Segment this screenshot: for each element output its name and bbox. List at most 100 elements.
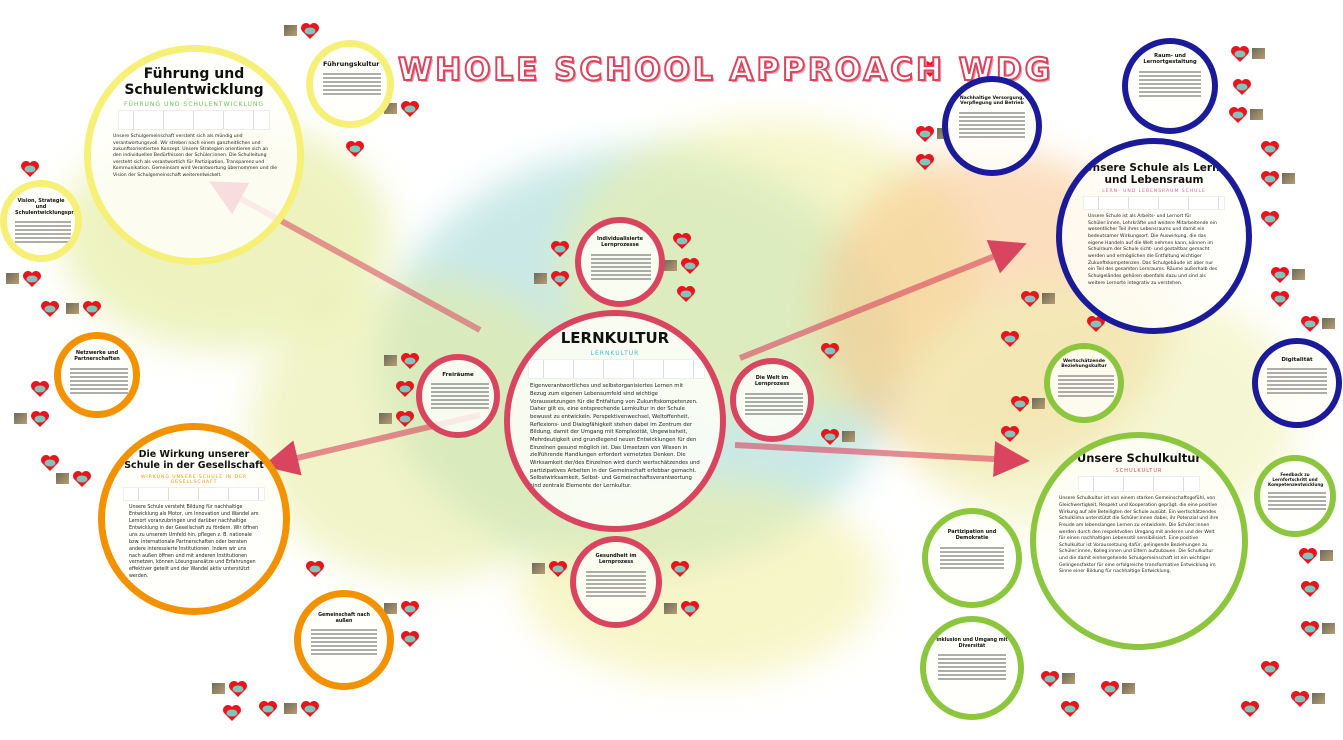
heart-link-icon[interactable] [676, 285, 696, 303]
heart-link-icon[interactable] [1270, 290, 1290, 308]
heart-link-icon[interactable] [1270, 266, 1290, 284]
heart-link-icon[interactable] [1290, 690, 1310, 708]
thumbnail-image[interactable] [1322, 623, 1335, 634]
thumbnail-image[interactable] [1322, 318, 1335, 329]
heart-link-icon[interactable] [550, 270, 570, 288]
heart-link-icon[interactable] [1240, 700, 1260, 718]
circle-schulkultur[interactable]: Unsere Schulkultur SCHULKULTUR Unsere Sc… [1030, 432, 1248, 650]
heart-link-icon[interactable] [40, 300, 60, 318]
heart-link-icon[interactable] [1100, 680, 1120, 698]
heart-link-icon[interactable] [1298, 547, 1318, 565]
thumbnail-image[interactable] [1252, 48, 1265, 59]
heart-link-icon[interactable] [1300, 620, 1320, 638]
circle-welt-im-lernprozess[interactable]: Die Welt im Lernprozess [730, 358, 814, 442]
heart-link-icon[interactable] [228, 680, 248, 698]
thumbnail-image[interactable] [1042, 293, 1055, 304]
heart-link-icon[interactable] [1228, 106, 1248, 124]
heart-link-icon[interactable] [820, 428, 840, 446]
heart-link-icon[interactable] [1300, 315, 1320, 333]
circle-freiraeume[interactable]: Freiräume [416, 354, 500, 438]
heart-link-icon[interactable] [345, 140, 365, 158]
heart-link-icon[interactable] [22, 270, 42, 288]
heart-link-icon[interactable] [915, 153, 935, 171]
heart-link-icon[interactable] [1260, 210, 1280, 228]
circle-wertschaetzende-beziehungskultur[interactable]: Wertschätzende Beziehungskultur [1044, 343, 1124, 423]
heart-link-icon[interactable] [30, 380, 50, 398]
heart-link-icon[interactable] [1000, 330, 1020, 348]
circle-partizipation-demokratie[interactable]: Partizipation und Demokratie [922, 508, 1022, 608]
thumbnail-image[interactable] [1250, 109, 1263, 120]
heart-link-icon[interactable] [30, 410, 50, 428]
circle-nachhaltige-versorgung[interactable]: Nachhaltige Versorgung, Verpflegung und … [942, 76, 1042, 176]
heart-link-icon[interactable] [395, 410, 415, 428]
heart-link-icon[interactable] [1260, 170, 1280, 188]
circle-fuehrung-schulentwicklung[interactable]: Führung und Schulentwicklung FÜHRUNG UND… [84, 45, 304, 265]
thumbnail-image[interactable] [384, 103, 397, 114]
thumbnail-image[interactable] [1122, 683, 1135, 694]
thumbnail-image[interactable] [534, 273, 547, 284]
circle-fuehrungskultur[interactable]: Führungskultur [306, 40, 394, 128]
heart-link-icon[interactable] [1232, 78, 1252, 96]
heart-link-icon[interactable] [670, 560, 690, 578]
thumbnail-image[interactable] [1062, 673, 1075, 684]
heart-link-icon[interactable] [1060, 700, 1080, 718]
circle-individualisierte-lernprozesse[interactable]: Individualisierte Lernprozesse [575, 217, 665, 307]
thumbnail-image[interactable] [56, 473, 69, 484]
heart-link-icon[interactable] [1260, 660, 1280, 678]
heart-link-icon[interactable] [400, 352, 420, 370]
heart-link-icon[interactable] [400, 630, 420, 648]
heart-link-icon[interactable] [300, 22, 320, 40]
heart-link-icon[interactable] [915, 125, 935, 143]
circle-inklusion-diversitaet[interactable]: Inklusion und Umgang mit Diversität [920, 616, 1024, 720]
thumbnail-image[interactable] [664, 260, 677, 271]
heart-link-icon[interactable] [1000, 425, 1020, 443]
thumbnail-image[interactable] [664, 603, 677, 614]
heart-link-icon[interactable] [1086, 315, 1106, 333]
circle-gesundheit[interactable]: Gesundheit im Lernprozess [570, 536, 662, 628]
heart-link-icon[interactable] [20, 160, 40, 178]
heart-link-icon[interactable] [1230, 45, 1250, 63]
heart-link-icon[interactable] [548, 560, 568, 578]
thumbnail-image[interactable] [14, 413, 27, 424]
heart-link-icon[interactable] [400, 600, 420, 618]
circle-digitalitaet[interactable]: Digitalität [1252, 338, 1342, 428]
thumbnail-image[interactable] [1282, 173, 1295, 184]
heart-link-icon[interactable] [672, 232, 692, 250]
thumbnail-image[interactable] [1312, 693, 1325, 704]
thumbnail-image[interactable] [212, 683, 225, 694]
circle-raum-lernortgestaltung[interactable]: Raum- und Lernortgestaltung [1122, 38, 1218, 134]
thumbnail-image[interactable] [6, 273, 19, 284]
heart-link-icon[interactable] [400, 100, 420, 118]
thumbnail-image[interactable] [1032, 398, 1045, 409]
thumbnail-image[interactable] [66, 303, 79, 314]
heart-link-icon[interactable] [40, 454, 60, 472]
heart-link-icon[interactable] [550, 240, 570, 258]
heart-link-icon[interactable] [395, 380, 415, 398]
heart-link-icon[interactable] [258, 700, 278, 718]
circle-lern-lebensraum[interactable]: Unsere Schule als Lern- und Lebensraum L… [1056, 138, 1252, 334]
heart-link-icon[interactable] [72, 470, 92, 488]
heart-link-icon[interactable] [820, 342, 840, 360]
thumbnail-image[interactable] [1320, 550, 1333, 561]
heart-link-icon[interactable] [1260, 140, 1280, 158]
heart-link-icon[interactable] [1010, 395, 1030, 413]
heart-link-icon[interactable] [82, 300, 102, 318]
thumbnail-image[interactable] [1292, 269, 1305, 280]
circle-vision-strategie[interactable]: Vision, Strategie und Schulentwicklungsp… [0, 180, 82, 262]
thumbnail-image[interactable] [384, 355, 397, 366]
circle-lernkultur[interactable]: LERNKULTUR LERNKULTUR Eigenverantwortlic… [504, 310, 726, 532]
heart-link-icon[interactable] [222, 704, 242, 722]
circle-feedback[interactable]: Feedback zu Lernfortschritt und Kompeten… [1254, 455, 1336, 537]
heart-link-icon[interactable] [305, 560, 325, 578]
thumbnail-image[interactable] [532, 563, 545, 574]
heart-link-icon[interactable] [1300, 580, 1320, 598]
circle-wirkung-gesellschaft[interactable]: Die Wirkung unserer Schule in der Gesell… [98, 423, 290, 615]
heart-link-icon[interactable] [680, 600, 700, 618]
heart-link-icon[interactable] [1020, 290, 1040, 308]
circle-netzwerke-partnerschaften[interactable]: Netzwerke und Partnerschaften [54, 332, 140, 418]
heart-link-icon[interactable] [920, 60, 940, 78]
thumbnail-image[interactable] [284, 25, 297, 36]
heart-link-icon[interactable] [1040, 670, 1060, 688]
heart-link-icon[interactable] [680, 257, 700, 275]
thumbnail-image[interactable] [379, 413, 392, 424]
